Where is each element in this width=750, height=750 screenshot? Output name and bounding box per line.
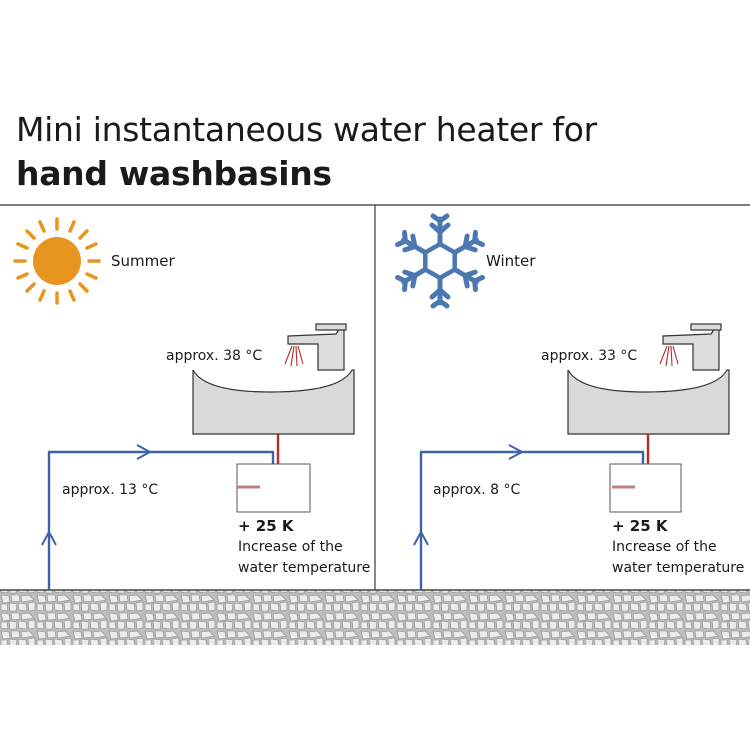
ground bbox=[0, 590, 750, 645]
flow-arrow-up-winter bbox=[413, 529, 429, 546]
flow-arrow-right-winter bbox=[508, 444, 525, 460]
panel-winter: Winter approx. 33 °C approx. 8 °C + 25 K… bbox=[397, 213, 744, 590]
faucet-summer bbox=[287, 323, 347, 371]
outlet-temp-winter: approx. 33 °C bbox=[541, 348, 637, 364]
outlet-temp-summer: approx. 38 °C bbox=[166, 348, 262, 364]
inlet-temp-winter: approx. 8 °C bbox=[433, 482, 520, 498]
season-label-winter: Winter bbox=[486, 252, 536, 270]
washbasin-winter bbox=[567, 369, 730, 435]
diagram-title: Mini instantaneous water heater for hand… bbox=[16, 108, 597, 196]
increase-value-winter: + 25 K bbox=[612, 517, 669, 535]
increase-value-summer: + 25 K bbox=[238, 517, 295, 535]
panel-summer: Summer approx. 38 °C approx. 13 °C + 25 … bbox=[13, 217, 370, 590]
water-spray-winter bbox=[659, 345, 679, 367]
season-label-summer: Summer bbox=[111, 252, 175, 270]
faucet-winter bbox=[662, 323, 722, 371]
increase-text-2-winter: water temperature bbox=[612, 560, 744, 576]
water-spray-summer bbox=[284, 345, 304, 367]
washbasin-summer bbox=[192, 369, 355, 435]
flow-arrow-up-summer bbox=[41, 529, 57, 546]
increase-text-1-winter: Increase of the bbox=[612, 539, 717, 555]
sun-icon bbox=[13, 217, 101, 305]
increase-text-2-summer: water temperature bbox=[238, 560, 370, 576]
title-line-2: hand washbasins bbox=[16, 154, 332, 193]
flow-arrow-right-summer bbox=[136, 444, 153, 460]
inlet-temp-summer: approx. 13 °C bbox=[62, 482, 158, 498]
snowflake-icon bbox=[397, 213, 483, 306]
water-heater-winter bbox=[609, 463, 682, 513]
increase-text-1-summer: Increase of the bbox=[238, 539, 343, 555]
title-line-1: Mini instantaneous water heater for bbox=[16, 110, 597, 149]
